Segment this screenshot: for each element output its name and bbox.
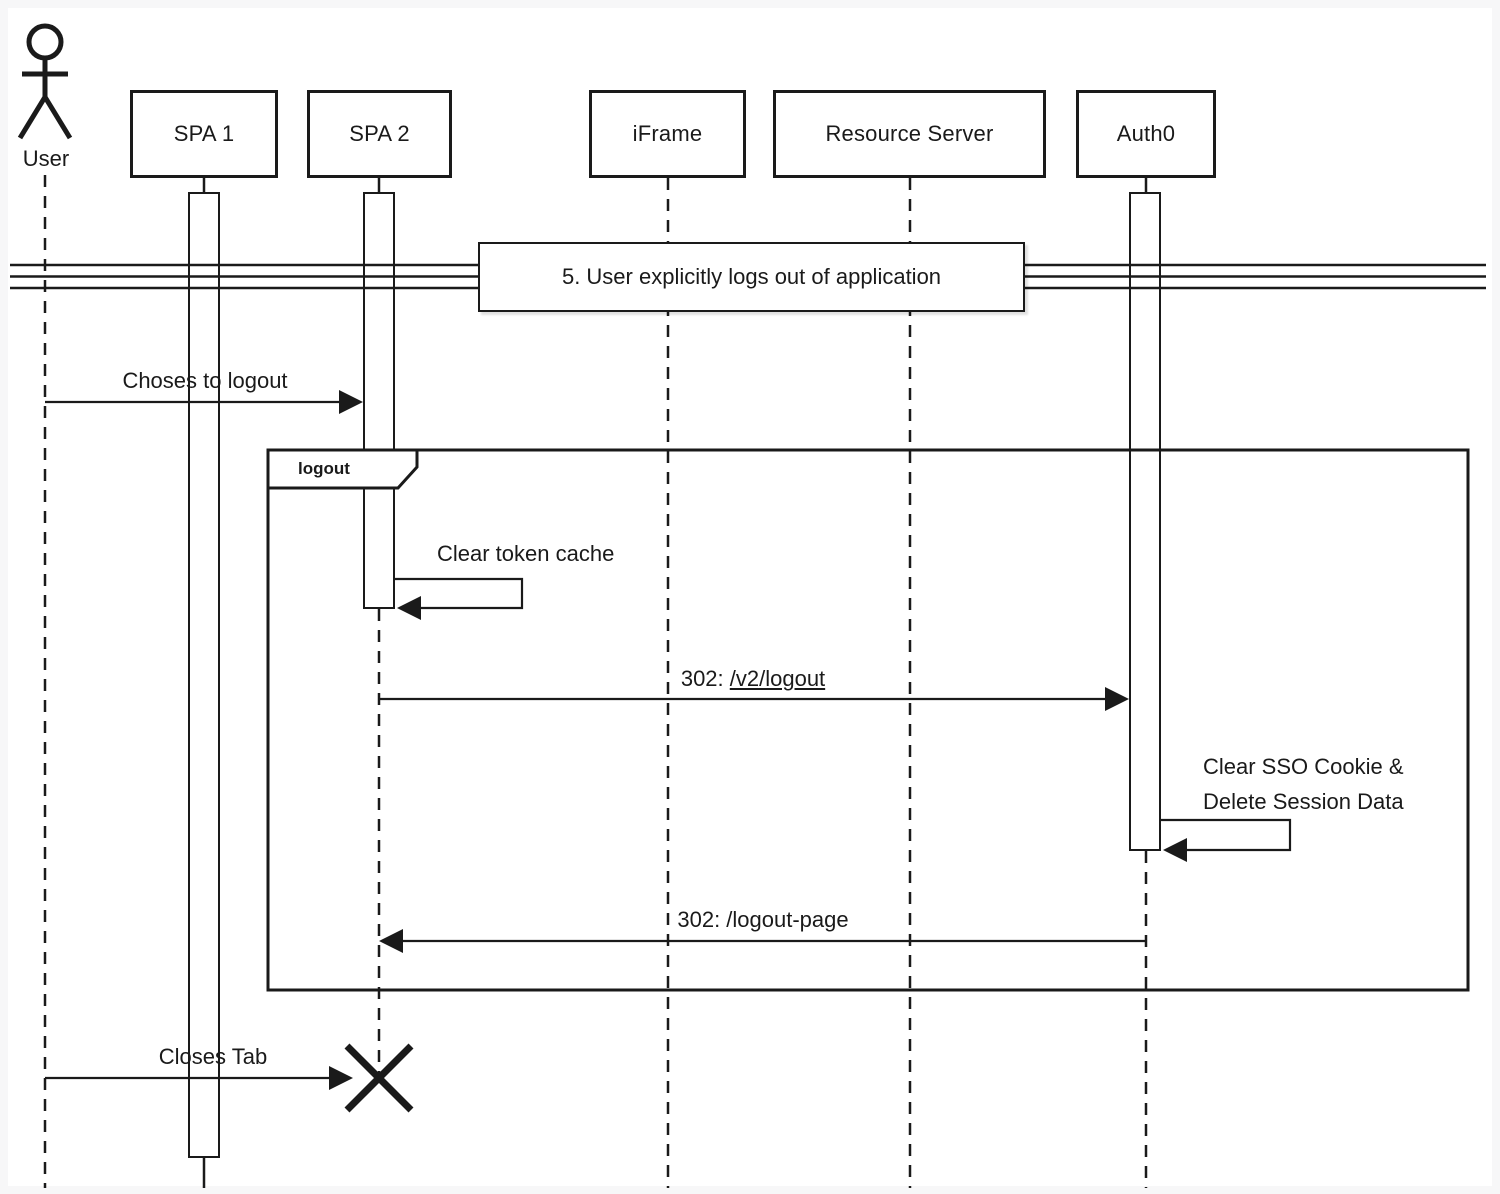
step-banner: 5. User explicitly logs out of applicati…	[478, 242, 1025, 312]
fragment-label: logout	[298, 459, 350, 478]
participant-iframe: iFrame	[589, 90, 746, 178]
participant-resource-server-label: Resource Server	[825, 121, 994, 146]
message-label-clear-sso: Clear SSO Cookie & Delete Session Data	[1203, 749, 1404, 819]
participant-spa2: SPA 2	[307, 90, 452, 178]
message-clear-sso-line2: Delete Session Data	[1203, 789, 1404, 814]
message-label-clear-token-cache: Clear token cache	[437, 541, 615, 566]
participant-spa1: SPA 1	[130, 90, 278, 178]
activation-bar-spa1	[188, 192, 220, 1158]
participant-spa1-label: SPA 1	[173, 121, 235, 146]
message-label-logout-page: 302: /logout-page	[677, 907, 849, 932]
message-label-v2-logout: 302: /v2/logout	[643, 666, 863, 692]
participant-iframe-label: iFrame	[632, 121, 703, 146]
participant-spa2-label: SPA 2	[349, 121, 410, 146]
actor-label: User	[22, 146, 70, 171]
step-banner-label: 5. User explicitly logs out of applicati…	[561, 264, 942, 289]
participant-resource-server: Resource Server	[773, 90, 1046, 178]
message-label-closes-tab: Closes Tab	[158, 1044, 268, 1069]
message-label-choses-to-logout: Choses to logout	[122, 368, 288, 393]
participant-auth0-label: Auth0	[1116, 121, 1176, 146]
diagram-paper	[8, 8, 1492, 1186]
participant-auth0: Auth0	[1076, 90, 1216, 178]
activation-bar-spa2	[363, 192, 395, 609]
message-clear-sso-line1: Clear SSO Cookie &	[1203, 754, 1404, 779]
message-v2-logout-link: /v2/logout	[729, 666, 826, 691]
activation-bar-auth0	[1129, 192, 1161, 851]
message-v2-logout-prefix: 302:	[680, 666, 730, 691]
